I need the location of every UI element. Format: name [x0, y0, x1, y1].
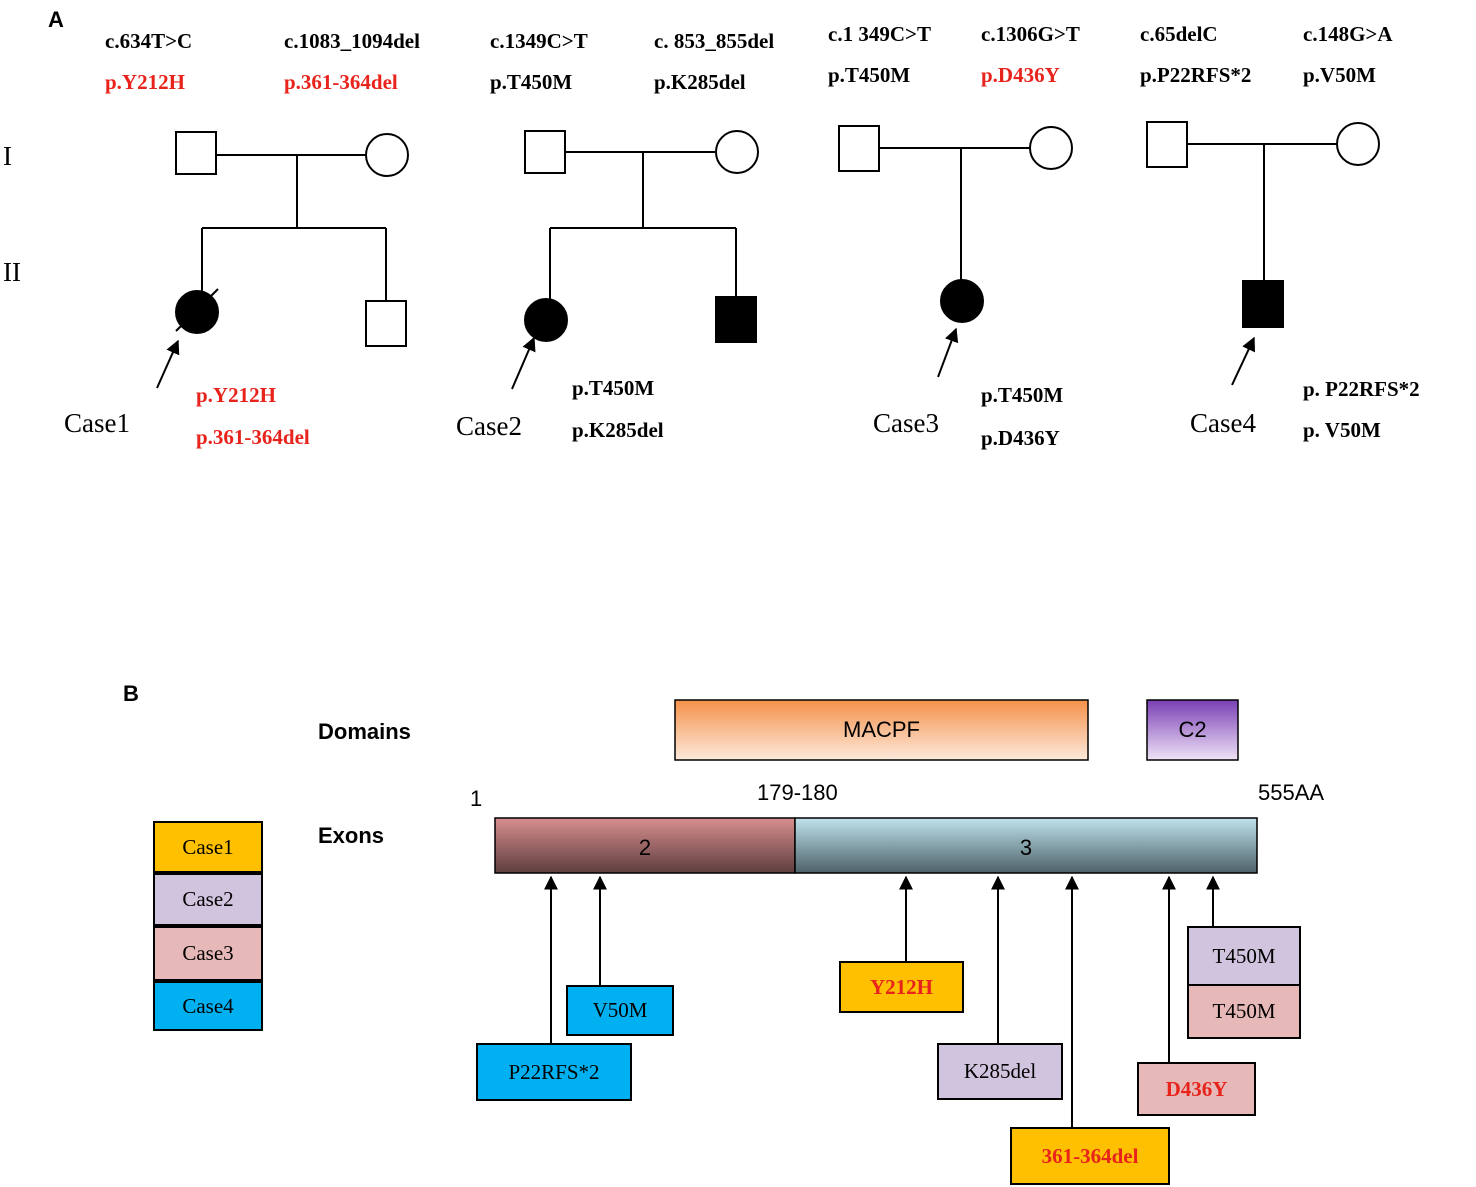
- family2-father-protein: p.T450M: [490, 70, 573, 94]
- affected-female-symbol: [940, 279, 984, 323]
- case2-variant-2: p.K285del: [572, 418, 664, 442]
- case2-variant-1: p.T450M: [572, 376, 655, 400]
- position-start: 1: [470, 786, 483, 811]
- case4-label: Case4: [1190, 408, 1256, 438]
- father-symbol: [838, 125, 880, 172]
- legend-case3-label: Case3: [182, 941, 234, 965]
- father-symbol: [1146, 121, 1188, 168]
- affected-male-symbol: [1242, 280, 1284, 328]
- family3-father-cdna: c.1 349C>T: [828, 22, 931, 46]
- position-end: 555AA: [1258, 780, 1325, 805]
- family2-mother-cdna: c. 853_855del: [654, 29, 775, 53]
- legend-case1: Case1: [153, 821, 263, 873]
- case2-label: Case2: [456, 411, 522, 441]
- mutation-p22rfs-label: P22RFS*2: [508, 1059, 600, 1084]
- mutation-k285del-box: K285del: [937, 1043, 1063, 1100]
- legend-case1-label: Case1: [182, 834, 234, 859]
- case3-label: Case3: [873, 408, 939, 438]
- generation-ii-label: II: [3, 257, 21, 287]
- domain-bars: [674, 699, 1239, 761]
- mutation-t450m-case2-box: T450M: [1187, 926, 1301, 986]
- mother-symbol: [1029, 126, 1073, 170]
- exon-3-label: 3: [1019, 835, 1033, 860]
- mutation-361-364del-label: 361-364del: [1041, 1143, 1139, 1168]
- mother-symbol: [1336, 122, 1380, 166]
- exon-2-label: 2: [638, 835, 652, 860]
- family3-mother-cdna: c.1306G>T: [981, 22, 1080, 46]
- pedigree-family-2: [511, 130, 759, 390]
- affected-female-symbol: [175, 290, 219, 334]
- mutation-361-364del-box: 361-364del: [1010, 1127, 1170, 1185]
- mutation-d436y-label: D436Y: [1165, 1076, 1228, 1101]
- affected-female-symbol: [524, 298, 568, 342]
- generation-i-label: I: [3, 141, 12, 171]
- case4-variant-2: p. V50M: [1303, 418, 1381, 442]
- father-symbol: [175, 131, 217, 175]
- family1-mother-cdna: c.1083_1094del: [284, 29, 420, 53]
- family3-mother-protein: p.D436Y: [981, 63, 1060, 87]
- family4-father-cdna: c.65delC: [1140, 22, 1218, 46]
- exon-2-bar: [494, 817, 796, 874]
- legend-case4-label: Case4: [182, 993, 234, 1018]
- domains-heading: Domains: [318, 719, 411, 744]
- affected-male-sibling-symbol: [715, 296, 757, 343]
- mutation-v50m-label: V50M: [592, 998, 648, 1022]
- family4-father-protein: p.P22RFS*2: [1140, 63, 1252, 87]
- father-symbol: [524, 130, 566, 174]
- unaffected-sibling-symbol: [365, 300, 407, 347]
- mother-symbol: [715, 130, 759, 174]
- case1-variant-1: p.Y212H: [196, 383, 276, 407]
- family1-father-cdna: c.634T>C: [105, 29, 193, 53]
- family2-mother-protein: p.K285del: [654, 70, 746, 94]
- exon-bars: [494, 817, 1258, 874]
- case1-label: Case1: [64, 408, 130, 438]
- panel-a-label: A: [48, 7, 64, 32]
- mutation-y212h-label: Y212H: [870, 974, 933, 999]
- case3-variant-1: p.T450M: [981, 383, 1064, 407]
- mutation-v50m-box: V50M: [566, 985, 674, 1036]
- pedigree-family-1: [156, 131, 409, 389]
- family4-mother-protein: p.V50M: [1303, 63, 1376, 87]
- pedigree-family-4: [1146, 121, 1380, 386]
- c2-domain: [1146, 699, 1239, 761]
- mutation-t450m-case3-label: T450M: [1212, 999, 1276, 1023]
- mutation-t450m-case3-box: T450M: [1187, 984, 1301, 1039]
- c2-domain-label: C2: [1178, 717, 1207, 742]
- mutation-y212h-box: Y212H: [839, 961, 964, 1013]
- family1-mother-protein: p.361-364del: [284, 70, 398, 94]
- case4-variant-1: p. P22RFS*2: [1303, 377, 1420, 401]
- position-boundary: 179-180: [757, 780, 838, 805]
- mutation-p22rfs-box: P22RFS*2: [476, 1043, 632, 1101]
- family4-mother-cdna: c.148G>A: [1303, 22, 1393, 46]
- macpf-domain: [674, 699, 1089, 761]
- mutation-t450m-case2-label: T450M: [1212, 943, 1276, 968]
- pedigree-family-3: [838, 125, 1073, 378]
- panel-b-label: B: [123, 681, 139, 706]
- legend-case2: Case2: [153, 873, 263, 926]
- mother-symbol: [365, 133, 409, 177]
- legend-case2-label: Case2: [182, 887, 234, 911]
- mutation-d436y-box: D436Y: [1137, 1062, 1256, 1116]
- exons-heading: Exons: [318, 823, 385, 848]
- legend-case4: Case4: [153, 981, 263, 1031]
- family2-father-cdna: c.1349C>T: [490, 29, 588, 53]
- mutation-k285del-label: K285del: [963, 1059, 1037, 1083]
- macpf-domain-label: MACPF: [843, 717, 920, 742]
- case1-variant-2: p.361-364del: [196, 425, 310, 449]
- mutation-arrows: [544, 875, 1220, 1127]
- case3-variant-2: p.D436Y: [981, 426, 1060, 450]
- exon-3-bar: [794, 817, 1258, 874]
- family3-father-protein: p.T450M: [828, 63, 911, 87]
- family1-father-protein: p.Y212H: [105, 70, 185, 94]
- legend-case3: Case3: [153, 926, 263, 981]
